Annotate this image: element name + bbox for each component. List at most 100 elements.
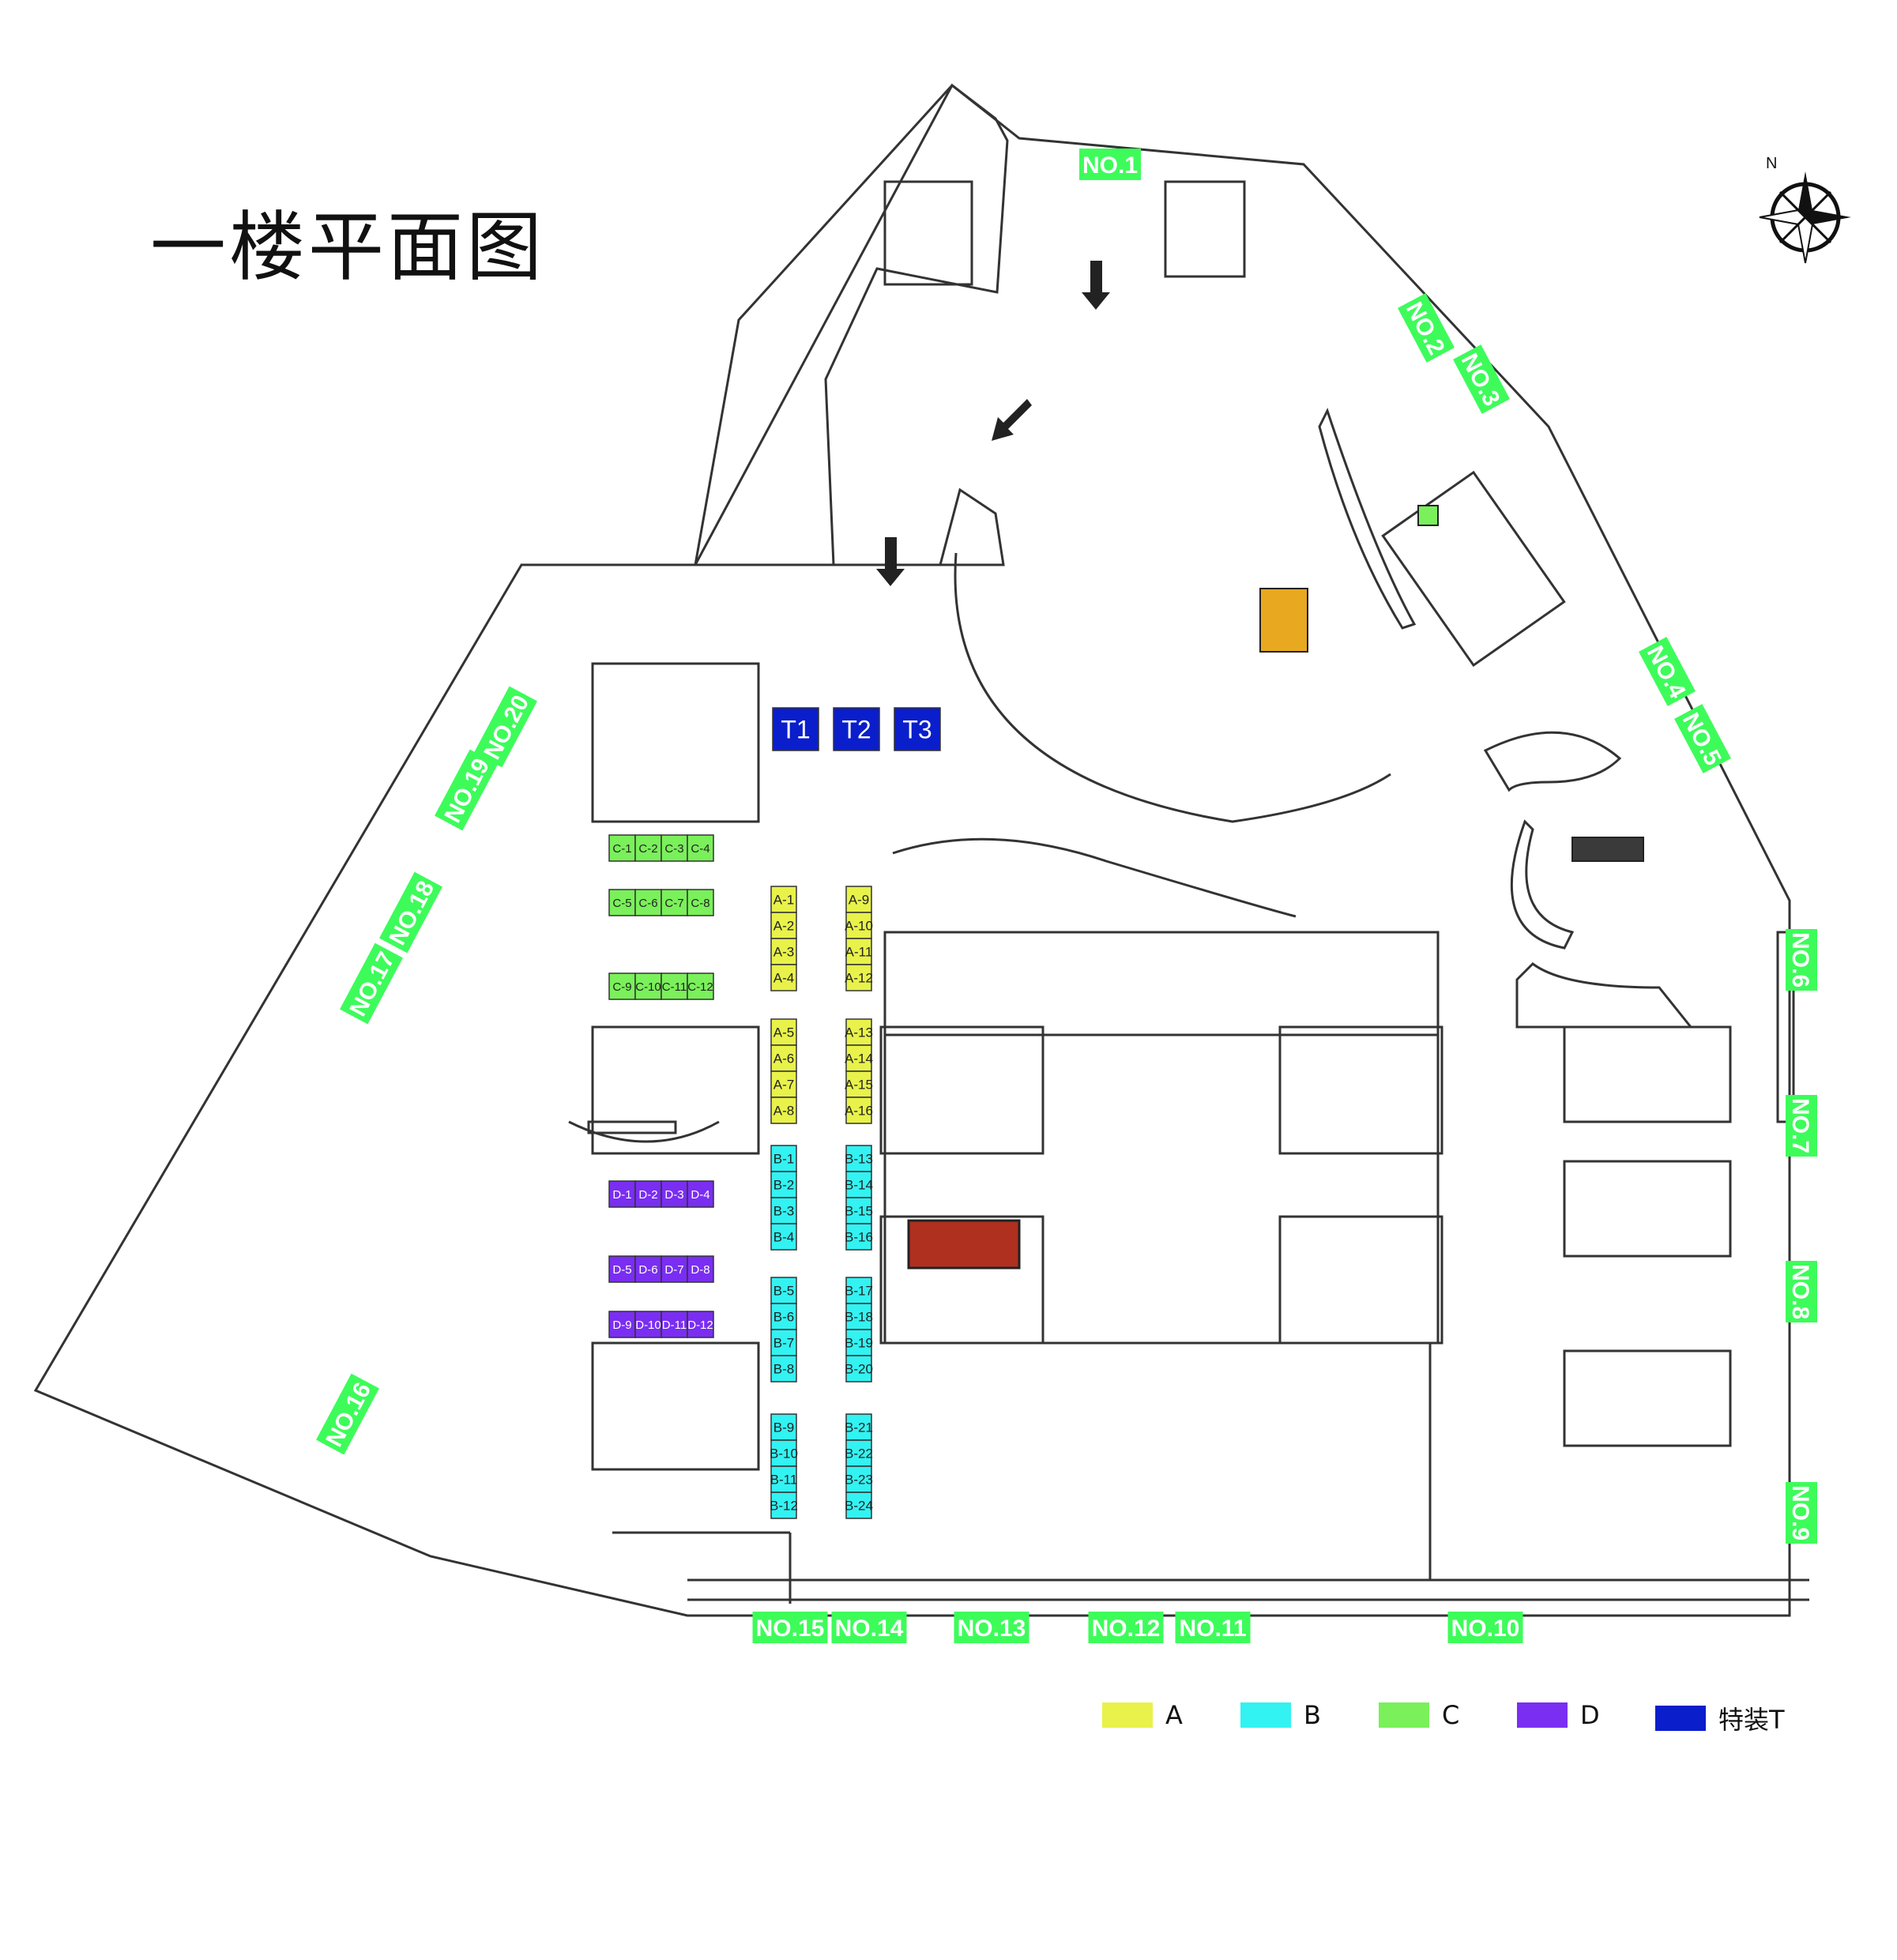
booth-b-19[interactable]: B-19	[845, 1329, 873, 1356]
legend-item-a: A	[1102, 1700, 1183, 1730]
booth-box	[845, 912, 872, 939]
booth-d-3[interactable]: D-3	[661, 1180, 688, 1208]
booth-c-4[interactable]: C-4	[687, 834, 714, 862]
booth-a-10[interactable]: A-10	[845, 912, 873, 939]
booth-b-18[interactable]: B-18	[845, 1303, 873, 1330]
booth-b-24[interactable]: B-24	[845, 1492, 873, 1519]
booth-b-11[interactable]: B-11	[770, 1465, 798, 1493]
booth-d-6[interactable]: D-6	[634, 1255, 662, 1283]
booth-box	[845, 964, 872, 991]
booth-b-14[interactable]: B-14	[845, 1171, 873, 1198]
booth-label: C-12	[687, 980, 713, 994]
booth-b-9[interactable]: B-9	[770, 1413, 797, 1441]
booth-a-1[interactable]: A-1	[770, 886, 797, 913]
booth-c-3[interactable]: C-3	[661, 834, 688, 862]
booth-a-6[interactable]: A-6	[770, 1044, 797, 1072]
booth-a-9[interactable]: A-9	[845, 886, 872, 913]
booth-b-12[interactable]: B-12	[770, 1492, 798, 1519]
booth-b-4[interactable]: B-4	[770, 1223, 797, 1251]
exit-badge	[1786, 1261, 1817, 1322]
booth-c-8[interactable]: C-8	[687, 889, 714, 916]
booth-box	[608, 1311, 636, 1338]
booth-a-13[interactable]: A-13	[845, 1018, 873, 1046]
booth-a-14[interactable]: A-14	[845, 1044, 873, 1072]
booth-label: B-2	[773, 1178, 794, 1193]
booth-c-7[interactable]: C-7	[661, 889, 688, 916]
booth-b-15[interactable]: B-15	[845, 1197, 873, 1225]
exit-text: NO.19	[439, 754, 495, 827]
booth-c-2[interactable]: C-2	[634, 834, 662, 862]
booth-b-3[interactable]: B-3	[770, 1197, 797, 1225]
booth-b-1[interactable]: B-1	[770, 1145, 797, 1172]
booth-a-8[interactable]: A-8	[770, 1097, 797, 1124]
booth-b-7[interactable]: B-7	[770, 1329, 797, 1356]
exit-label-17: NO.17	[340, 942, 403, 1025]
booth-b-6[interactable]: B-6	[770, 1303, 797, 1330]
booth-d-8[interactable]: D-8	[687, 1255, 714, 1283]
booth-a-2[interactable]: A-2	[770, 912, 797, 939]
booth-b-13[interactable]: B-13	[845, 1145, 873, 1172]
booth-label: A-6	[773, 1051, 794, 1067]
booth-label: B-23	[845, 1473, 873, 1488]
booth-c-5[interactable]: C-5	[608, 889, 636, 916]
booth-d-9[interactable]: D-9	[608, 1311, 636, 1338]
booth-box	[845, 1070, 872, 1098]
booth-d-2[interactable]: D-2	[634, 1180, 662, 1208]
booth-t2[interactable]: T2	[833, 707, 880, 751]
booth-box	[687, 834, 714, 862]
booth-box	[770, 1465, 797, 1493]
booth-d-7[interactable]: D-7	[661, 1255, 688, 1283]
legend-item-d: D	[1517, 1700, 1600, 1730]
booth-box	[634, 834, 662, 862]
booth-a-15[interactable]: A-15	[845, 1070, 873, 1098]
booth-b-8[interactable]: B-8	[770, 1355, 797, 1383]
booth-t3[interactable]: T3	[894, 707, 941, 751]
booth-c-12[interactable]: C-12	[687, 972, 714, 1000]
booth-label: A-13	[845, 1025, 873, 1040]
booth-box	[687, 889, 714, 916]
booth-d-1[interactable]: D-1	[608, 1180, 636, 1208]
lift-bank	[1571, 837, 1644, 862]
exit-badge	[474, 686, 537, 768]
booth-b-23[interactable]: B-23	[845, 1465, 873, 1493]
booth-d-4[interactable]: D-4	[687, 1180, 714, 1208]
booth-a-3[interactable]: A-3	[770, 938, 797, 965]
booth-b-20[interactable]: B-20	[845, 1355, 873, 1383]
booth-t1[interactable]: T1	[772, 707, 819, 751]
exit-text: NO.12	[1092, 1616, 1161, 1642]
booth-b-17[interactable]: B-17	[845, 1277, 873, 1304]
booth-d-11[interactable]: D-11	[661, 1311, 688, 1338]
booth-label: B-14	[845, 1178, 873, 1193]
booth-b-5[interactable]: B-5	[770, 1277, 797, 1304]
booth-label: A-1	[773, 893, 794, 908]
booth-a-11[interactable]: A-11	[845, 938, 873, 965]
booth-b-16[interactable]: B-16	[845, 1223, 873, 1251]
booth-d-10[interactable]: D-10	[634, 1311, 662, 1338]
booth-box	[845, 1223, 872, 1251]
legend-item-t: 特装T	[1655, 1700, 1785, 1736]
booth-b-2[interactable]: B-2	[770, 1171, 797, 1198]
exit-label-3: NO.3	[1453, 344, 1510, 414]
booth-a-12[interactable]: A-12	[845, 964, 873, 991]
booth-c-10[interactable]: C-10	[634, 972, 662, 1000]
booth-label: B-20	[845, 1362, 873, 1377]
booth-c-11[interactable]: C-11	[661, 972, 688, 1000]
booth-c-1[interactable]: C-1	[608, 834, 636, 862]
booth-label: D-10	[635, 1319, 661, 1332]
booth-box	[772, 707, 819, 751]
booth-c-9[interactable]: C-9	[608, 972, 636, 1000]
booth-box	[770, 964, 797, 991]
booth-label: A-5	[773, 1025, 794, 1040]
booth-a-4[interactable]: A-4	[770, 964, 797, 991]
booth-d-12[interactable]: D-12	[687, 1311, 714, 1338]
exit-label-12: NO.12	[1088, 1612, 1164, 1643]
booth-a-16[interactable]: A-16	[845, 1097, 873, 1124]
booth-a-5[interactable]: A-5	[770, 1018, 797, 1046]
booth-a-7[interactable]: A-7	[770, 1070, 797, 1098]
booth-b-21[interactable]: B-21	[845, 1413, 873, 1441]
booth-c-6[interactable]: C-6	[634, 889, 662, 916]
booth-label: A-8	[773, 1104, 794, 1119]
booth-b-22[interactable]: B-22	[845, 1439, 873, 1467]
booth-b-10[interactable]: B-10	[770, 1439, 798, 1467]
booth-d-5[interactable]: D-5	[608, 1255, 636, 1283]
